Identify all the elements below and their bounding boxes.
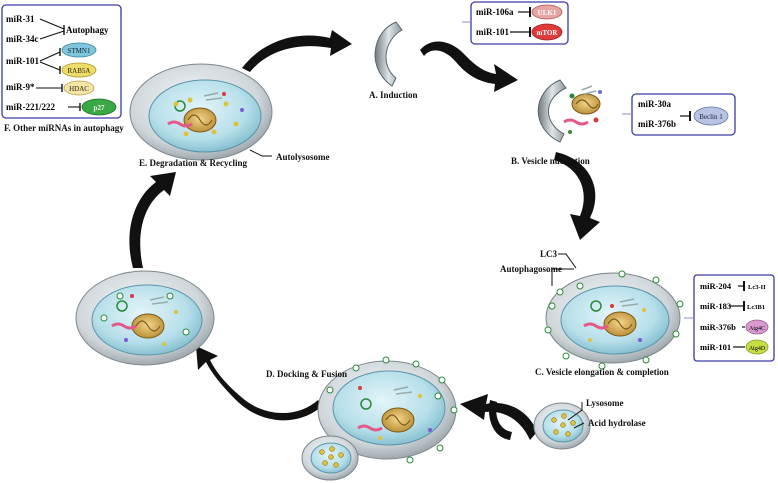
box-c-mir-183: miR-183 [700,301,731,311]
arrow-e-to-a [242,30,352,72]
structure-labels: Autolysosome LC3 Autophagosome Lysosome … [276,152,646,428]
box-f-mir-101: miR-101 [6,56,39,66]
label-other: F. Other miRNAs in autophagy [4,123,124,133]
hdac-badge [63,80,95,96]
box-f-mir-34c: miR-34c [6,34,39,44]
label-nucleation: B. Vesicle nucleation [511,156,590,166]
box-f-mir-221-222: miR-221/222 [6,102,55,112]
rab5a-badge [61,62,97,78]
phagophore-nucleation [537,79,602,143]
arrow-c-tail [488,400,512,440]
mtor-badge [531,23,563,41]
box-f-mir-9: miR-9* [6,82,35,92]
box-a-mir-106a: miR-106a [476,7,514,17]
box-a-mir-101: miR-101 [476,27,509,37]
arrow-d-to-bottom-left [196,346,322,421]
box-f-autophagy: Autophagy [66,25,109,35]
label-lysosome: Lysosome [586,398,624,408]
box-b-mir-376b: miR-376b [638,119,676,129]
box-c-mir-101: miR-101 [700,342,731,352]
beclin1-badge [693,106,729,126]
label-acid-hydrolase: Acid hydrolase [588,418,646,428]
label-autophagosome: Autophagosome [500,264,562,274]
autolysosome-cell [129,63,273,161]
box-c-mir-376b: miR-376b [700,322,736,332]
arrow-a-to-b [420,41,518,92]
hdac-label: HDAC [69,85,89,93]
lc3-ii-label: Lc3-II [748,284,766,291]
p27-label: p27 [94,104,105,112]
autophagosome-cell [544,270,684,370]
box-other-mirnas: miR-31 miR-34c Autophagy miR-101 STMN1 R… [1,4,122,119]
box-b-mir-30a: miR-30a [638,99,671,109]
beclin1-label: Beclin 1 [699,113,723,121]
box-induction-mirnas: miR-106a ULK1 miR-101 mTOR [462,1,569,45]
atg4c-label: Atg4C [749,326,765,332]
mtor-label: mTOR [537,29,559,37]
stmn1-badge [61,42,97,58]
atg4c-badge [745,319,769,335]
stmn1-label: STMN1 [68,47,91,55]
lc3b1-label: Lc3B1 [747,304,765,311]
atg4d-badge [745,339,769,355]
fusing-cell [75,270,215,366]
box-c-mir-204: miR-204 [700,281,732,291]
phagophore-induction [374,21,403,87]
label-autolysosome: Autolysosome [276,152,330,162]
arrow-left-up [129,172,176,268]
label-lc3: LC3 [540,249,558,259]
label-elongation: C. Vesicle elongation & completion [535,367,669,377]
arrow-b-to-c [554,152,600,240]
p27-badge [81,98,117,116]
arrow-c-to-d [460,394,537,440]
label-docking: D. Docking & Fusion [266,369,347,379]
stage-labels: A. Induction B. Vesicle nucleation C. Ve… [4,90,669,379]
box-f-mir-31: miR-31 [6,14,35,24]
label-degradation: E. Degradation & Recycling [139,158,247,168]
rab5a-label: RAB5A [68,67,91,75]
box-nucleation-mirnas: miR-30a miR-376b Beclin 1 [622,93,736,136]
atg4d-label: Atg4D [749,346,766,352]
cycle-arrows [129,30,600,440]
box-elongation-mirnas: miR-204 Lc3-II miR-183 Lc3B1 miR-376b At… [684,274,775,362]
label-induction: A. Induction [369,90,418,100]
ulk1-label: ULK1 [538,9,557,17]
docking-cell [301,356,458,481]
ulk1-badge [531,4,563,20]
leader-lines [249,149,585,429]
